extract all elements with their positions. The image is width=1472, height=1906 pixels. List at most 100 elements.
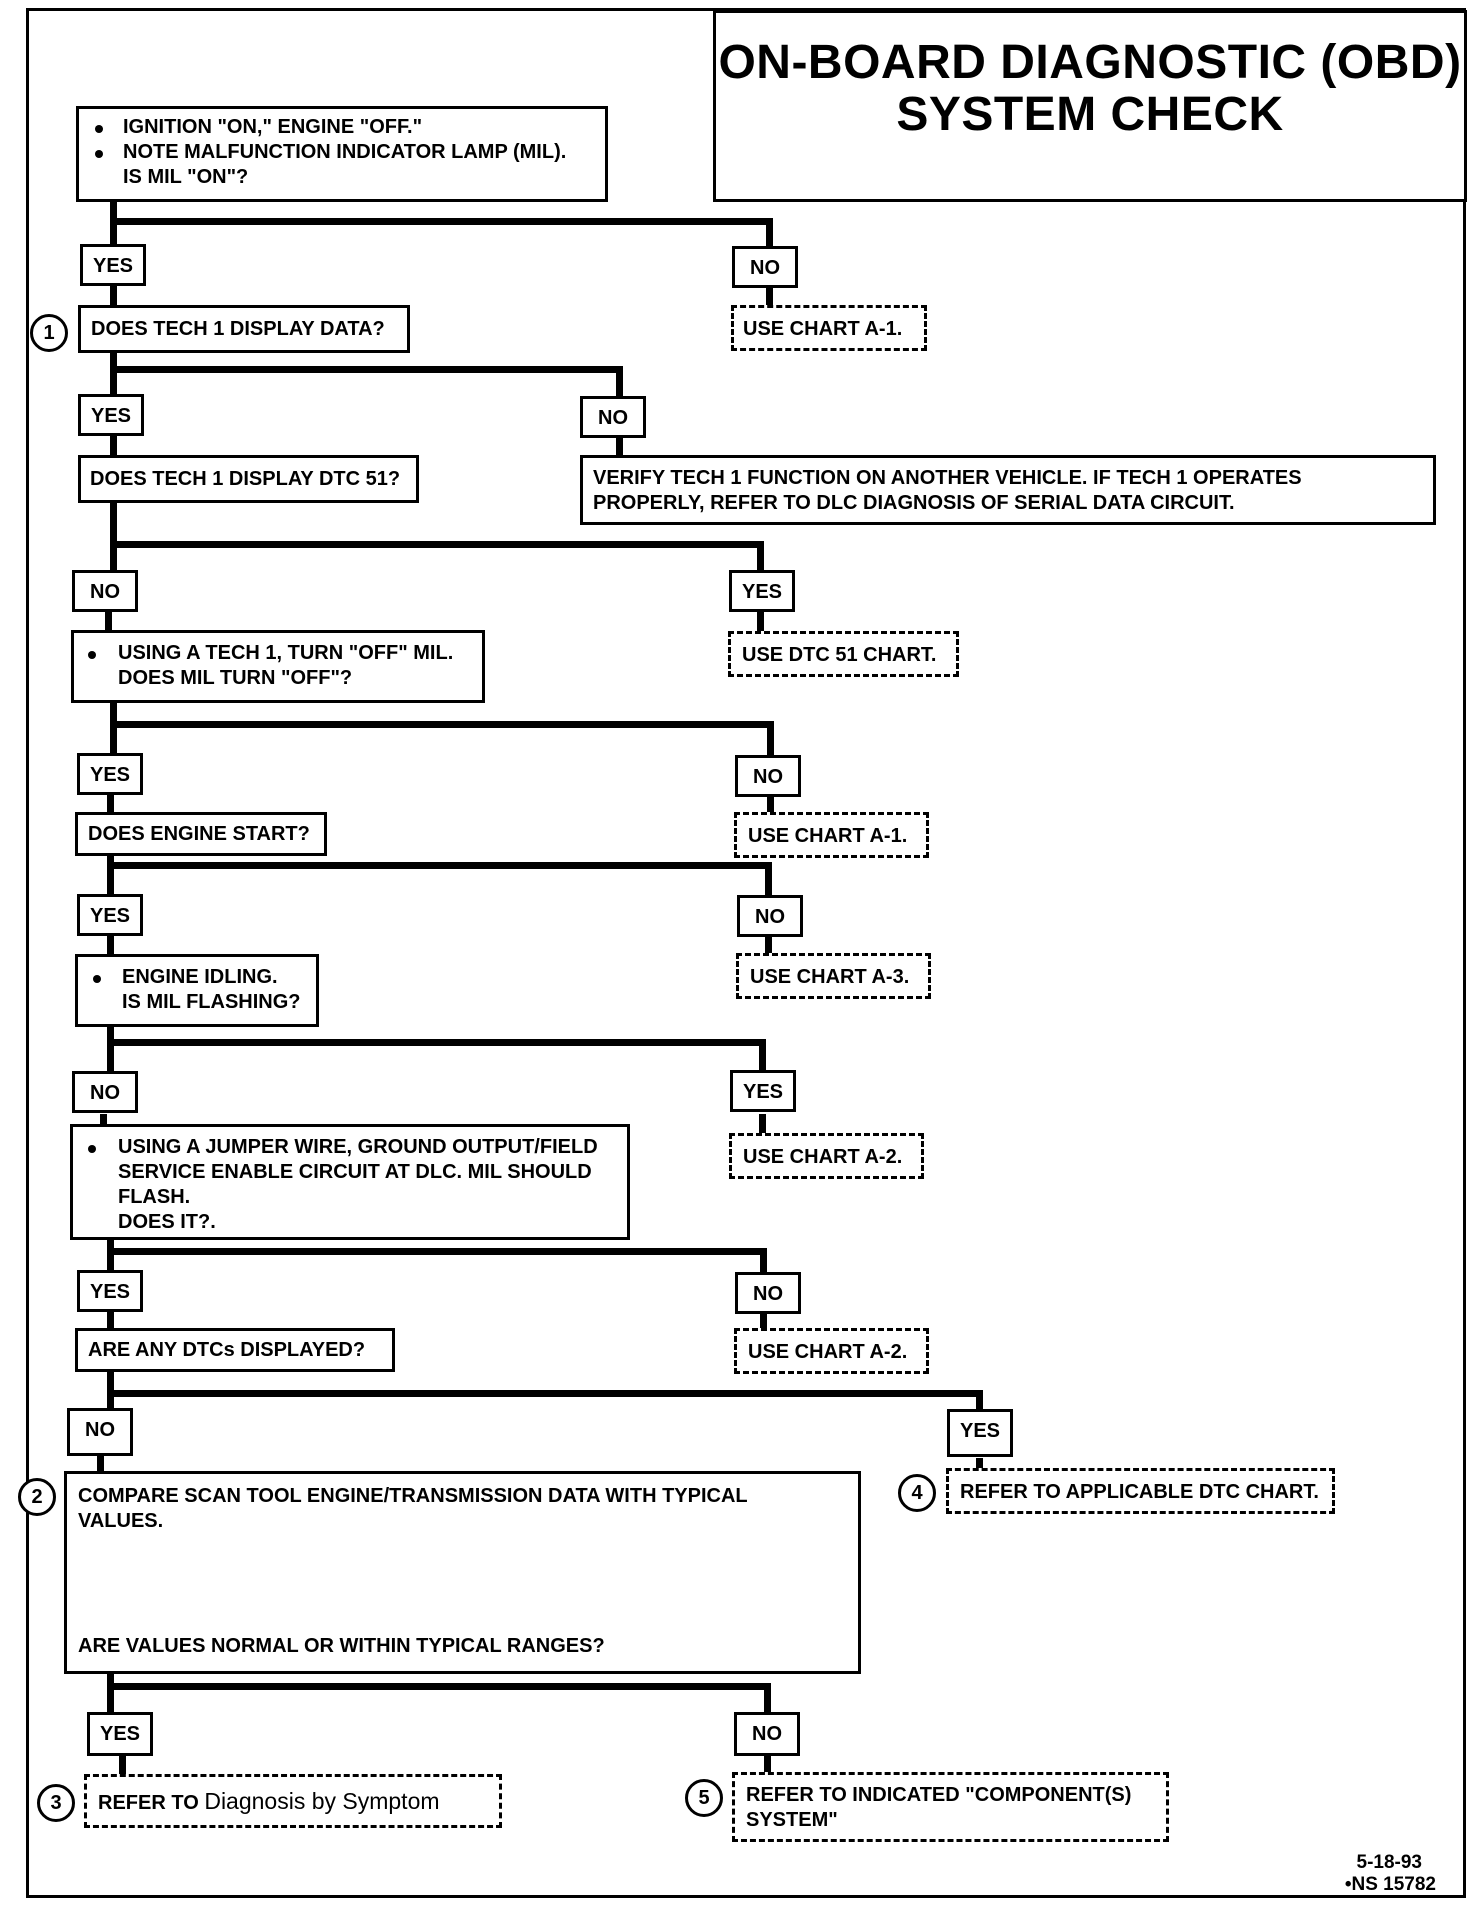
step-text: ENGINE IDLING. (122, 966, 278, 988)
result-text: PROPERLY, REFER TO DLC DIAGNOSIS OF SERI… (593, 492, 1235, 514)
connector (107, 934, 114, 954)
connector (107, 1025, 114, 1075)
connector (110, 721, 774, 728)
yes-label: YES (80, 244, 146, 286)
title-line-1: ON-BOARD DIAGNOSTIC (OBD) (718, 36, 1462, 89)
connector (757, 541, 764, 571)
connector (766, 218, 773, 246)
result-text-wrap: REFER TO Diagnosis by Symptom (98, 1789, 440, 1816)
result-text: REFER TO INDICATED "COMPONENT(S) (746, 1784, 1132, 1806)
result-use-chart-a3: USE CHART A-3. (736, 953, 931, 999)
connector (110, 285, 117, 305)
connector (976, 1458, 983, 1474)
yes-label: YES (77, 753, 143, 795)
connector (107, 1672, 114, 1712)
connector (107, 1310, 114, 1330)
step-number-circle: 1 (30, 314, 68, 352)
connector (765, 934, 772, 954)
bullet (88, 1145, 96, 1153)
step-text: IS MIL "ON"? (123, 166, 249, 188)
step-compare-scan-tool: COMPARE SCAN TOOL ENGINE/TRANSMISSION DA… (64, 1471, 861, 1674)
result-text: SYSTEM" (746, 1809, 838, 1831)
connector (107, 854, 114, 896)
yes-label: YES (77, 1270, 143, 1312)
yes-label: YES (87, 1712, 153, 1756)
connector (107, 1039, 766, 1046)
page-border (26, 8, 1466, 1898)
connector (764, 1754, 771, 1774)
step-text: ARE ANY DTCs DISPLAYED? (88, 1339, 366, 1361)
connector (760, 1248, 767, 1272)
result-text: REFER TO (98, 1792, 199, 1814)
connector (759, 1039, 766, 1073)
step-text: DOES IT?. (118, 1211, 216, 1233)
step-turn-off-mil: USING A TECH 1, TURN "OFF" MIL. DOES MIL… (71, 630, 485, 703)
connector (107, 794, 114, 814)
connector (110, 433, 117, 455)
connector (105, 610, 112, 632)
step-text: SERVICE ENABLE CIRCUIT AT DLC. MIL SHOUL… (118, 1161, 592, 1183)
bullet (93, 975, 101, 983)
step-mil-on-question: IGNITION "ON," ENGINE "OFF." NOTE MALFUN… (76, 106, 608, 202)
step-number-circle: 4 (898, 1474, 936, 1512)
connector (765, 862, 772, 896)
result-use-chart-a2: USE CHART A-2. (729, 1133, 924, 1179)
step-text: USING A JUMPER WIRE, GROUND OUTPUT/FIELD (118, 1136, 598, 1158)
step-text: FLASH. (118, 1186, 191, 1208)
result-use-chart-a1-b: USE CHART A-1. (734, 812, 929, 858)
result-text: USE CHART A-1. (743, 318, 903, 340)
connector (766, 287, 773, 307)
connector (759, 1114, 766, 1134)
no-label: NO (735, 755, 801, 797)
step-text: IS MIL FLASHING? (122, 991, 301, 1013)
step-number-circle: 3 (37, 1784, 75, 1822)
no-label: NO (737, 895, 803, 937)
connector (107, 1370, 114, 1408)
step-number-circle: 2 (18, 1478, 56, 1516)
step-text: DOES MIL TURN "OFF"? (118, 667, 353, 689)
no-label: NO (72, 570, 138, 612)
connector (107, 1683, 771, 1690)
result-use-chart-a1: USE CHART A-1. (731, 305, 927, 351)
bullet (88, 651, 96, 659)
connector (616, 438, 623, 460)
connector (757, 610, 764, 632)
result-refer-dtc-chart: REFER TO APPLICABLE DTC CHART. (946, 1468, 1335, 1514)
connector (767, 794, 774, 814)
result-text: Diagnosis by Symptom (204, 1788, 440, 1814)
bullet (95, 125, 103, 133)
yes-label: YES (729, 570, 795, 612)
no-label: NO (732, 246, 798, 288)
step-text: IGNITION "ON," ENGINE "OFF." (123, 116, 423, 138)
connector (107, 1248, 767, 1255)
no-label: NO (72, 1071, 138, 1113)
step-text: DOES ENGINE START? (88, 823, 310, 845)
step-text: NOTE MALFUNCTION INDICATOR LAMP (MIL). (123, 141, 567, 163)
connector (764, 1683, 771, 1712)
connector (110, 352, 117, 394)
step-text: VALUES. (78, 1510, 164, 1532)
title-line-2: SYSTEM CHECK (896, 88, 1284, 141)
step-text: COMPARE SCAN TOOL ENGINE/TRANSMISSION DA… (78, 1485, 748, 1507)
step-tech1-display-data: DOES TECH 1 DISPLAY DATA? (78, 305, 410, 353)
step-engine-start: DOES ENGINE START? (75, 812, 327, 856)
connector (616, 366, 623, 396)
connector (760, 1310, 767, 1330)
step-dtcs-displayed: ARE ANY DTCs DISPLAYED? (75, 1328, 395, 1372)
result-verify-tech1: VERIFY TECH 1 FUNCTION ON ANOTHER VEHICL… (580, 455, 1436, 525)
result-text: USE CHART A-2. (743, 1146, 903, 1168)
step-text: USING A TECH 1, TURN "OFF" MIL. (118, 642, 454, 664)
result-text: USE CHART A-3. (750, 966, 910, 988)
connector (110, 218, 773, 225)
no-label: NO (735, 1272, 801, 1314)
connector (976, 1390, 983, 1416)
footer-date: 5-18-93 (1356, 1852, 1423, 1873)
result-text: USE DTC 51 CHART. (742, 644, 937, 666)
step-text: DOES TECH 1 DISPLAY DTC 51? (90, 468, 401, 490)
connector (110, 702, 117, 756)
connector (110, 366, 623, 373)
title-box: ON-BOARD DIAGNOSTIC (OBD) SYSTEM CHECK (713, 10, 1467, 202)
step-text: ARE VALUES NORMAL OR WITHIN TYPICAL RANG… (78, 1635, 605, 1657)
result-use-dtc51-chart: USE DTC 51 CHART. (728, 631, 959, 677)
